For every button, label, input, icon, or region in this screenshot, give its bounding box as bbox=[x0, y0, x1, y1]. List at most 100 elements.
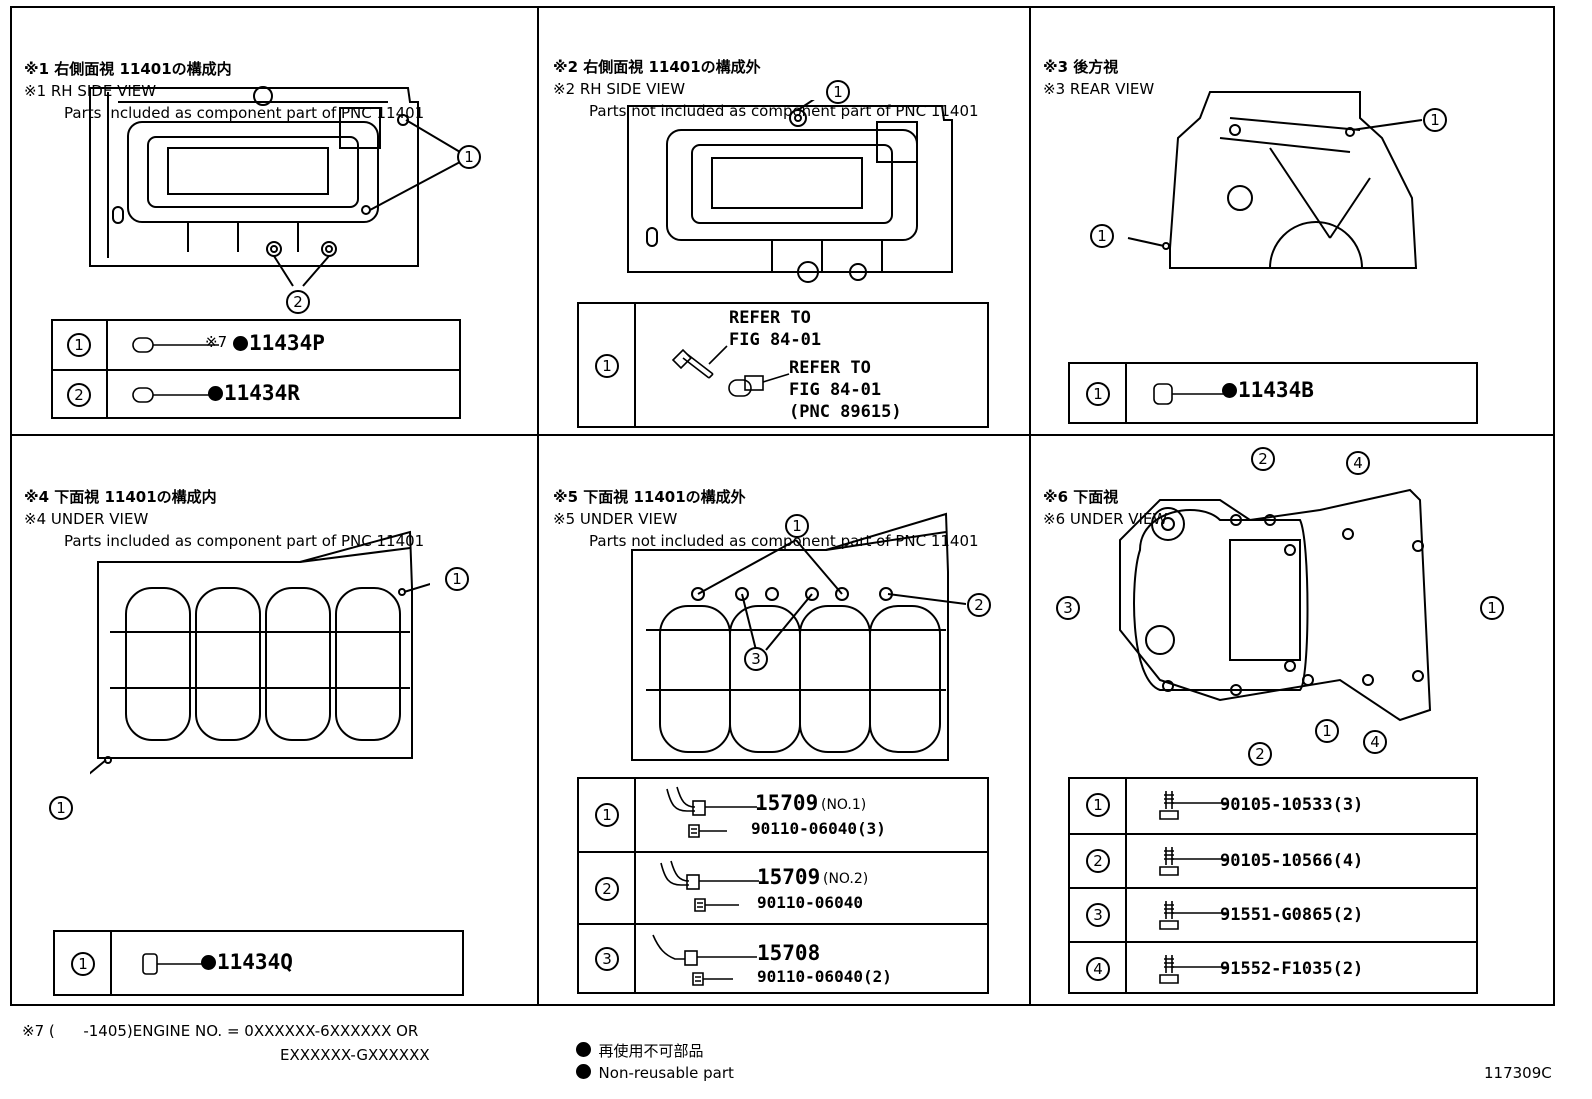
legend-table-p4: 1 11434Q bbox=[53, 930, 464, 996]
item-number: 1 bbox=[1086, 793, 1110, 817]
oil-jet-icon bbox=[666, 786, 757, 838]
note-ref: ※7 bbox=[205, 333, 228, 351]
diagram-frame bbox=[10, 6, 1555, 1006]
item-number: 3 bbox=[595, 947, 619, 971]
bolt-icon bbox=[1159, 847, 1226, 876]
divider-v2 bbox=[1029, 6, 1031, 1006]
part-suffix: (NO.2) bbox=[823, 871, 869, 887]
part-number: 11434Q bbox=[217, 950, 293, 974]
item-number: 3 bbox=[1086, 903, 1110, 927]
dowel-pin-icon bbox=[1153, 383, 1232, 405]
item-number: 1 bbox=[67, 333, 91, 357]
sensor-icon bbox=[728, 373, 790, 397]
footnote-engine-number: ※7 ( -1405)ENGINE NO. = 0XXXXXX-6XXXXXX … bbox=[22, 1022, 419, 1040]
callout-1: 1 bbox=[826, 80, 850, 104]
legend-row: 3 91551-G0865(2) bbox=[1070, 887, 1476, 943]
legend-table-p6: 1 90105-10533(3) 2 90105-10566(4) 3 9155… bbox=[1068, 777, 1478, 994]
callout-3: 3 bbox=[744, 647, 768, 671]
legend-row: 2 11434R bbox=[53, 369, 459, 419]
callout-2: 2 bbox=[967, 593, 991, 617]
callout-2: 2 bbox=[1251, 447, 1275, 471]
callout-1: 1 bbox=[1090, 224, 1114, 248]
figure-id: 117309C bbox=[1484, 1064, 1552, 1082]
non-reusable-dot-icon bbox=[575, 1042, 591, 1057]
rh-side-view-block-drawing-2 bbox=[627, 100, 953, 283]
divider-h bbox=[10, 434, 1555, 436]
fig-reference: FIG 84-01 bbox=[789, 380, 882, 400]
rh-side-view-block-drawing bbox=[89, 86, 461, 287]
callout-3: 3 bbox=[1056, 596, 1080, 620]
panel-6-title: ※6 下面視※6 UNDER VIEW bbox=[1043, 488, 1168, 528]
pnc-reference: (PNC 89615) bbox=[789, 402, 902, 422]
under-view-timing-cover-drawing bbox=[1119, 488, 1432, 722]
item-number: 2 bbox=[1086, 849, 1110, 873]
item-number: 4 bbox=[1086, 957, 1110, 981]
refer-to-label: REFER TO bbox=[729, 308, 811, 328]
divider-v1 bbox=[537, 6, 539, 1006]
item-number: 2 bbox=[595, 877, 619, 901]
legend-row: 2 90105-10566(4) bbox=[1070, 833, 1476, 889]
legend-row: 1 15709 (NO.1) 90110-06040(3) bbox=[579, 779, 987, 851]
callout-1: 1 bbox=[1315, 719, 1339, 743]
legend-row: 1 ※7 11434P bbox=[53, 321, 459, 369]
part-number: 15709 bbox=[757, 865, 821, 889]
callout-4: 4 bbox=[1346, 451, 1370, 475]
legend-key-jp: 再使用不可部品 bbox=[566, 1022, 704, 1061]
bolt-icon bbox=[1159, 791, 1226, 820]
dowel-pin-icon bbox=[142, 953, 207, 975]
part-number: 15708 bbox=[757, 941, 821, 965]
dowel-pin-icon bbox=[132, 387, 209, 403]
part-number: 90105-10566(4) bbox=[1220, 851, 1364, 871]
part-number: 91551-G0865(2) bbox=[1220, 905, 1364, 925]
refer-to-label: REFER TO bbox=[789, 358, 871, 378]
fig-reference: FIG 84-01 bbox=[729, 330, 822, 350]
non-reusable-dot-icon bbox=[233, 336, 248, 351]
part-number: 91552-F1035(2) bbox=[1220, 959, 1364, 979]
legend-table-p3: 1 11434B bbox=[1068, 362, 1478, 424]
panel-3-title: ※3 後方視※3 REAR VIEW bbox=[1043, 58, 1155, 98]
legend-table-p5: 1 15709 (NO.1) 90110-06040(3) 2 15709 (N… bbox=[577, 777, 989, 994]
non-reusable-dot-icon bbox=[208, 386, 223, 401]
legend-table-p1: 1 ※7 11434P 2 11434R bbox=[51, 319, 461, 419]
legend-row: 3 15708 90110-06040(2) bbox=[579, 923, 987, 996]
bolt-number: 90110-06040(3) bbox=[751, 819, 886, 838]
part-number: 15709 bbox=[755, 791, 819, 815]
callout-1: 1 bbox=[49, 796, 73, 820]
non-reusable-dot-icon bbox=[201, 955, 216, 970]
part-number: 90105-10533(3) bbox=[1220, 795, 1364, 815]
bolt-number: 90110-06040 bbox=[757, 893, 863, 912]
callout-1: 1 bbox=[1480, 596, 1504, 620]
callout-1: 1 bbox=[785, 514, 809, 538]
rear-view-block-drawing bbox=[1127, 91, 1423, 269]
oil-jet-icon bbox=[660, 860, 759, 912]
footnote-engine-number-cont: EXXXXXX-GXXXXXX bbox=[280, 1046, 430, 1064]
non-reusable-dot-icon bbox=[1222, 383, 1237, 398]
legend-row: 4 91552-F1035(2) bbox=[1070, 941, 1476, 996]
bolt-icon bbox=[671, 345, 728, 379]
item-number: 1 bbox=[595, 354, 619, 378]
callout-1: 1 bbox=[1423, 108, 1447, 132]
callout-1: 1 bbox=[457, 145, 481, 169]
dowel-pin-icon bbox=[132, 337, 219, 353]
item-number: 2 bbox=[67, 383, 91, 407]
bolt-number: 90110-06040(2) bbox=[757, 967, 892, 986]
callout-4: 4 bbox=[1363, 730, 1387, 754]
callout-2: 2 bbox=[1248, 742, 1272, 766]
under-view-block-drawing-2 bbox=[631, 512, 966, 761]
legend-key-en: Non-reusable part bbox=[566, 1046, 734, 1082]
callout-1: 1 bbox=[445, 567, 469, 591]
oil-jet-icon bbox=[652, 934, 757, 986]
part-number: 11434B bbox=[1238, 378, 1314, 402]
part-number: 11434P bbox=[249, 331, 325, 355]
item-number: 1 bbox=[1086, 382, 1110, 406]
part-suffix: (NO.1) bbox=[821, 797, 867, 813]
legend-table-p2: 1 REFER TO FIG 84-01 REFER TO FIG 84-01 … bbox=[577, 302, 989, 428]
callout-2: 2 bbox=[286, 290, 310, 314]
item-number: 1 bbox=[71, 952, 95, 976]
bolt-icon bbox=[1159, 901, 1226, 930]
non-reusable-dot-icon bbox=[575, 1064, 591, 1079]
item-number: 1 bbox=[595, 803, 619, 827]
under-view-block-drawing bbox=[90, 530, 430, 775]
